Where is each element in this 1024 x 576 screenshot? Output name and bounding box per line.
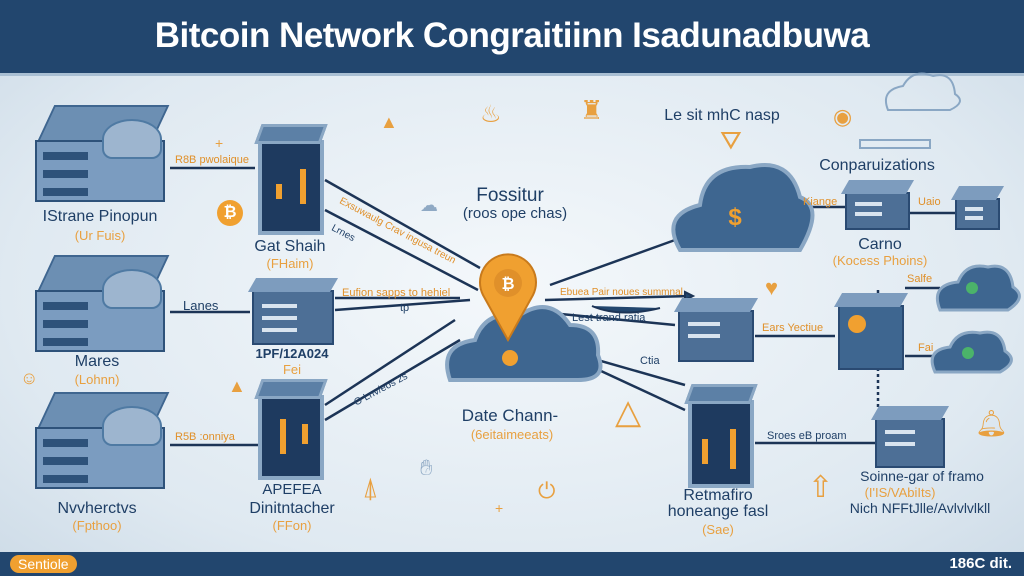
node-sublabel: (Lohnn)	[74, 372, 120, 387]
warning-icon: ▲	[380, 112, 398, 132]
page-title: Bitcoin Network Congraitiinn Isadunadbuw…	[154, 16, 870, 55]
warning-triangle-icon: △	[615, 393, 642, 431]
node-sublabel: Fei	[282, 362, 302, 377]
connector-label: Eufion sapps to hehiel	[342, 287, 451, 299]
connector-label: Ctia	[640, 355, 660, 367]
connector-label: Sroes eB proam	[767, 430, 847, 442]
footer-badge[interactable]: Sentiole	[10, 555, 77, 573]
coin-icon: ☺	[20, 368, 39, 388]
server-box-3[interactable]	[950, 186, 1005, 230]
center-bottom-subtitle: (6eitaimeeats)	[470, 427, 554, 442]
tower-icon: ⍋	[362, 472, 379, 503]
connector-label: tp	[400, 302, 410, 314]
node-label: Conparuizations	[819, 157, 935, 174]
node-label: Soinne-gar of framo	[860, 468, 984, 484]
center-cloud	[445, 305, 603, 382]
svg-text:$: $	[728, 204, 742, 231]
node-sublabel: (Kocess Phoins)	[832, 253, 928, 268]
node-label: Dinitntacher	[249, 500, 335, 517]
footer-bar: Sentiole 186C dit.	[0, 552, 1024, 576]
heart-icon: ♥	[765, 275, 779, 300]
node-label: Mares	[74, 353, 120, 370]
server-node-2[interactable]	[35, 255, 170, 355]
alert-icon: ◉	[833, 104, 853, 129]
center-subtitle: (roos ope chas)	[462, 205, 568, 222]
node-sublabel: (FFon)	[272, 518, 312, 533]
footer-right-text: 186C dit.	[949, 555, 1012, 572]
center-bottom-title: Date Chann-	[461, 406, 559, 425]
person-icon: ⛛	[720, 125, 742, 155]
node-sublabel: (I'IS/VAbiIts)	[864, 485, 936, 500]
hand-icon: ✋︎	[420, 455, 433, 480]
bitcoin-icon: ₿	[217, 200, 243, 226]
center-title: Fossitur	[476, 185, 544, 206]
node-sublabel: (Ur Fuis)	[74, 228, 126, 243]
node-label: IStrane Pinopun	[42, 208, 158, 225]
node-label: Nvvherctvs	[57, 500, 137, 517]
power-icon: ⏻	[538, 478, 556, 503]
top-label: Le sit mhC nasp	[664, 107, 780, 124]
node-label: Gat Shaih	[254, 238, 326, 255]
connector-label: Ebuea Pair noues summnal	[560, 287, 683, 298]
connector-label: Uaio	[918, 196, 941, 208]
server-box-4[interactable]	[673, 298, 759, 362]
plus-icon: +	[495, 500, 504, 516]
node-label: Nich NFFtJlle/Avlvlvlkll	[849, 500, 991, 516]
tower-node-2[interactable]	[254, 379, 328, 480]
tube-icon: ♨	[480, 101, 502, 128]
connector-label: Lest trand ratia	[572, 312, 646, 324]
node-label: 1PF/12A024	[255, 346, 329, 361]
server-box-2[interactable]	[840, 180, 915, 230]
connector-label: R5B :onniya	[175, 431, 235, 443]
node-label: honeange fasl	[667, 503, 769, 520]
node-label: APEFEA	[262, 481, 322, 498]
node-sublabel: (Fpthoo)	[72, 518, 122, 533]
tower-node-1[interactable]	[254, 124, 328, 235]
tower-node-3[interactable]	[684, 384, 758, 488]
upload-arrow-icon: ⇧	[808, 471, 834, 504]
server-box-5[interactable]	[870, 406, 950, 468]
plus-icon: +	[215, 135, 224, 151]
building-icon: ♜	[580, 95, 604, 125]
node-sublabel: (FHaim)	[266, 256, 314, 271]
node-sublabel: (Sae)	[702, 522, 734, 537]
side-label: Lanes	[183, 298, 219, 313]
rack-node[interactable]	[833, 293, 909, 370]
server-box-1[interactable]	[247, 278, 339, 345]
bell-icon: 🔔︎	[975, 408, 1009, 438]
server-node-1[interactable]	[35, 105, 170, 205]
connector-label: Fai	[918, 342, 934, 354]
cloud-outline-icon	[884, 72, 961, 111]
connector-label: R8B pwolaique	[175, 154, 249, 166]
warning-icon: ▲	[228, 376, 246, 396]
node-label: Carno	[858, 236, 902, 253]
header-banner: Bitcoin Network Congraitiinn Isadunadbuw…	[0, 0, 1024, 76]
connector-label: Ears Yectiue	[762, 322, 824, 334]
right-cloud	[671, 163, 815, 252]
connector-label: Salfe	[907, 273, 933, 285]
connector-label: Kiange	[803, 196, 838, 208]
svg-text:₿: ₿	[501, 275, 514, 293]
small-cloud-1	[935, 264, 1021, 312]
location-pin-icon	[479, 253, 537, 343]
node-label: Retmafiro	[683, 487, 753, 504]
cloud-icon: ☁	[420, 195, 438, 215]
server-node-3[interactable]	[35, 392, 170, 492]
